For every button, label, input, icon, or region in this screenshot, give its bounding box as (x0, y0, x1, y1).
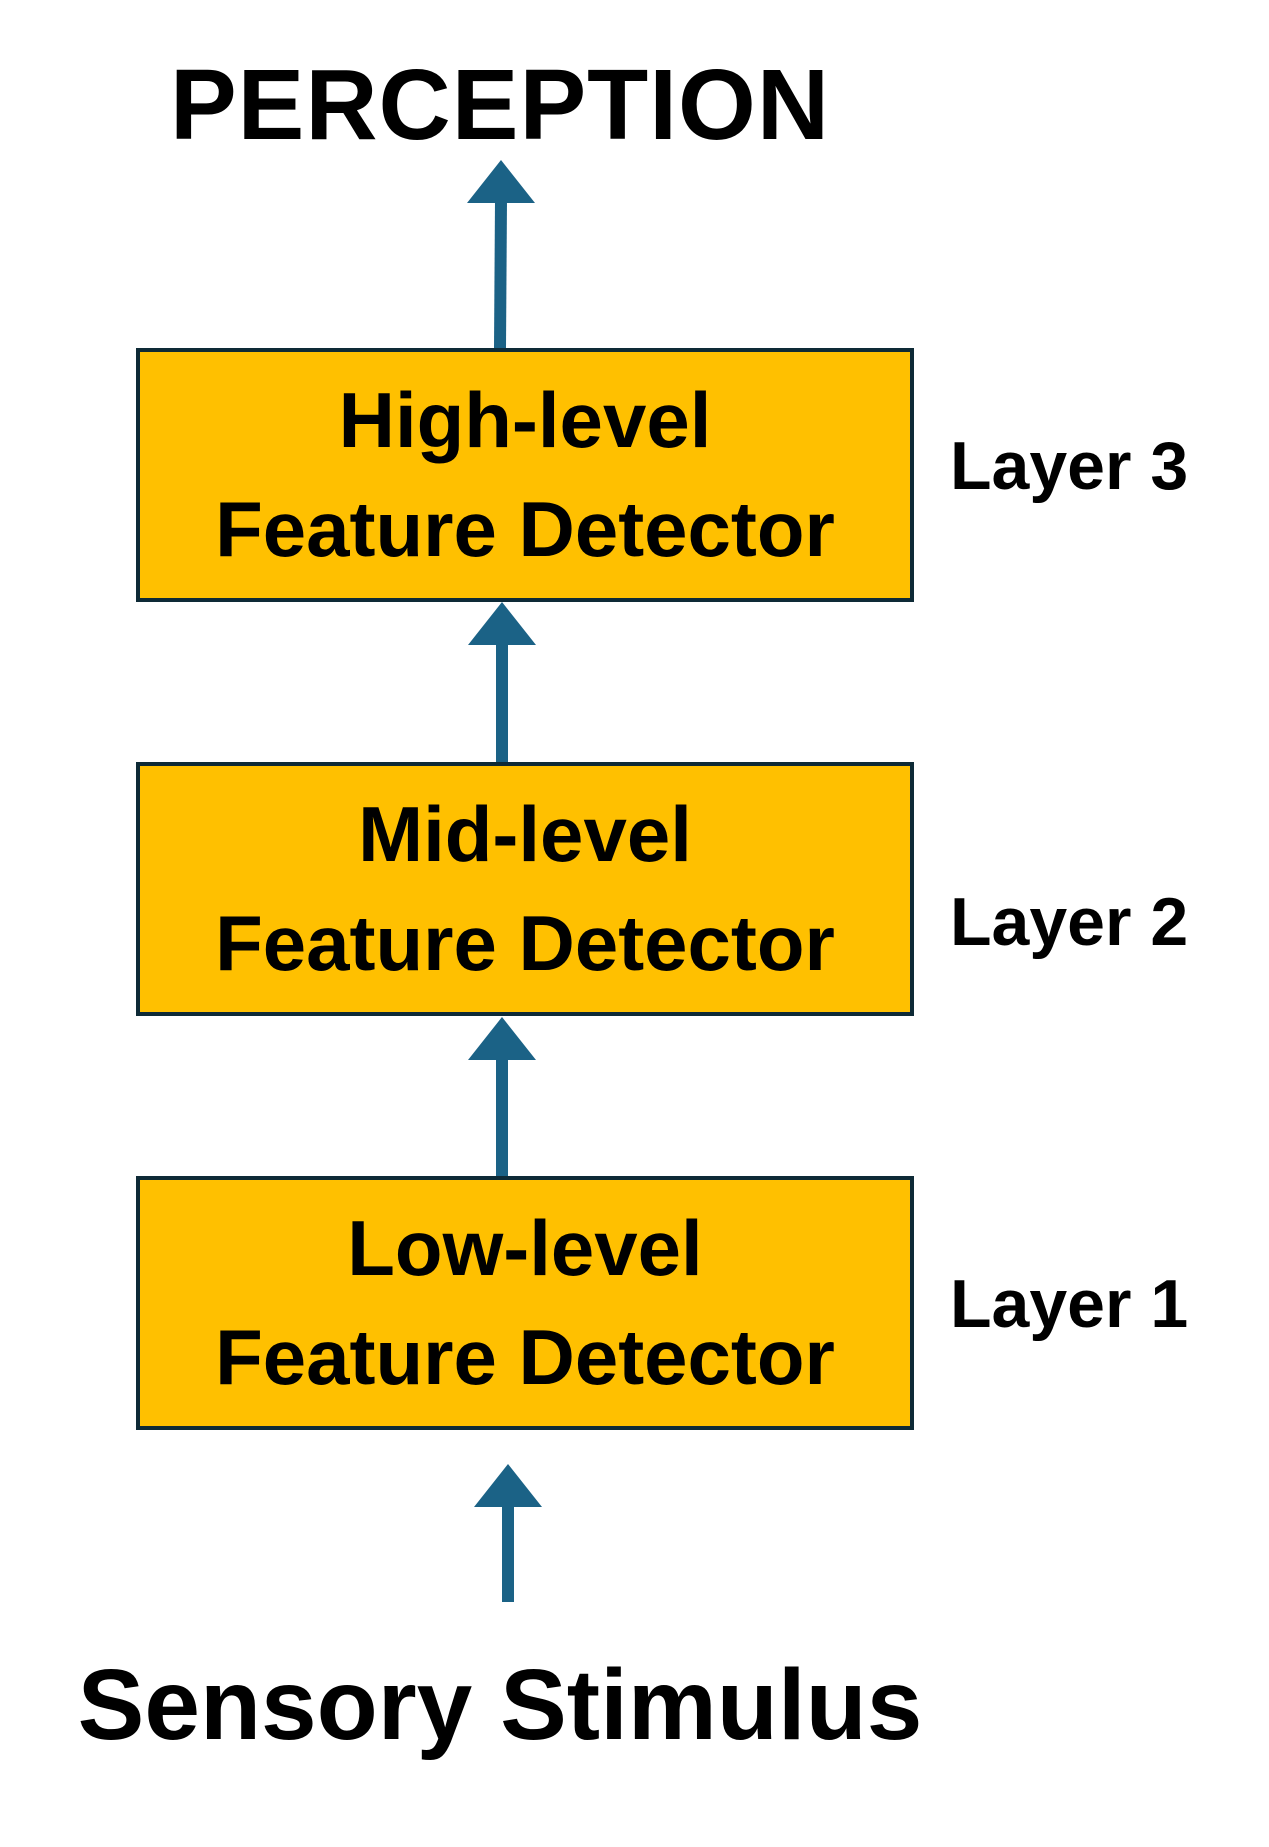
layer-2-label: Layer 2 (950, 884, 1189, 960)
box-title: Low-level (347, 1203, 703, 1292)
box-title: High-level (338, 375, 712, 464)
high-level-feature-detector-box: High-level Feature Detector (136, 348, 914, 602)
box-subtitle: Feature Detector (215, 485, 835, 573)
perception-label: PERCEPTION (169, 49, 831, 161)
layer-3-label: Layer 3 (950, 428, 1189, 504)
arrow-stimulus-to-low (474, 1464, 542, 1602)
low-level-feature-detector-box: Low-level Feature Detector (136, 1176, 914, 1430)
arrow-to-perception (467, 160, 535, 349)
mid-level-feature-detector-box: Mid-level Feature Detector (136, 762, 914, 1016)
sensory-stimulus-label: Sensory Stimulus (77, 1649, 923, 1761)
box-subtitle: Feature Detector (215, 899, 835, 987)
arrow-mid-to-high (468, 602, 536, 766)
box-subtitle: Feature Detector (215, 1313, 835, 1401)
box-title: Mid-level (358, 789, 692, 878)
layer-1-label: Layer 1 (950, 1266, 1189, 1342)
arrow-low-to-mid (468, 1017, 536, 1180)
